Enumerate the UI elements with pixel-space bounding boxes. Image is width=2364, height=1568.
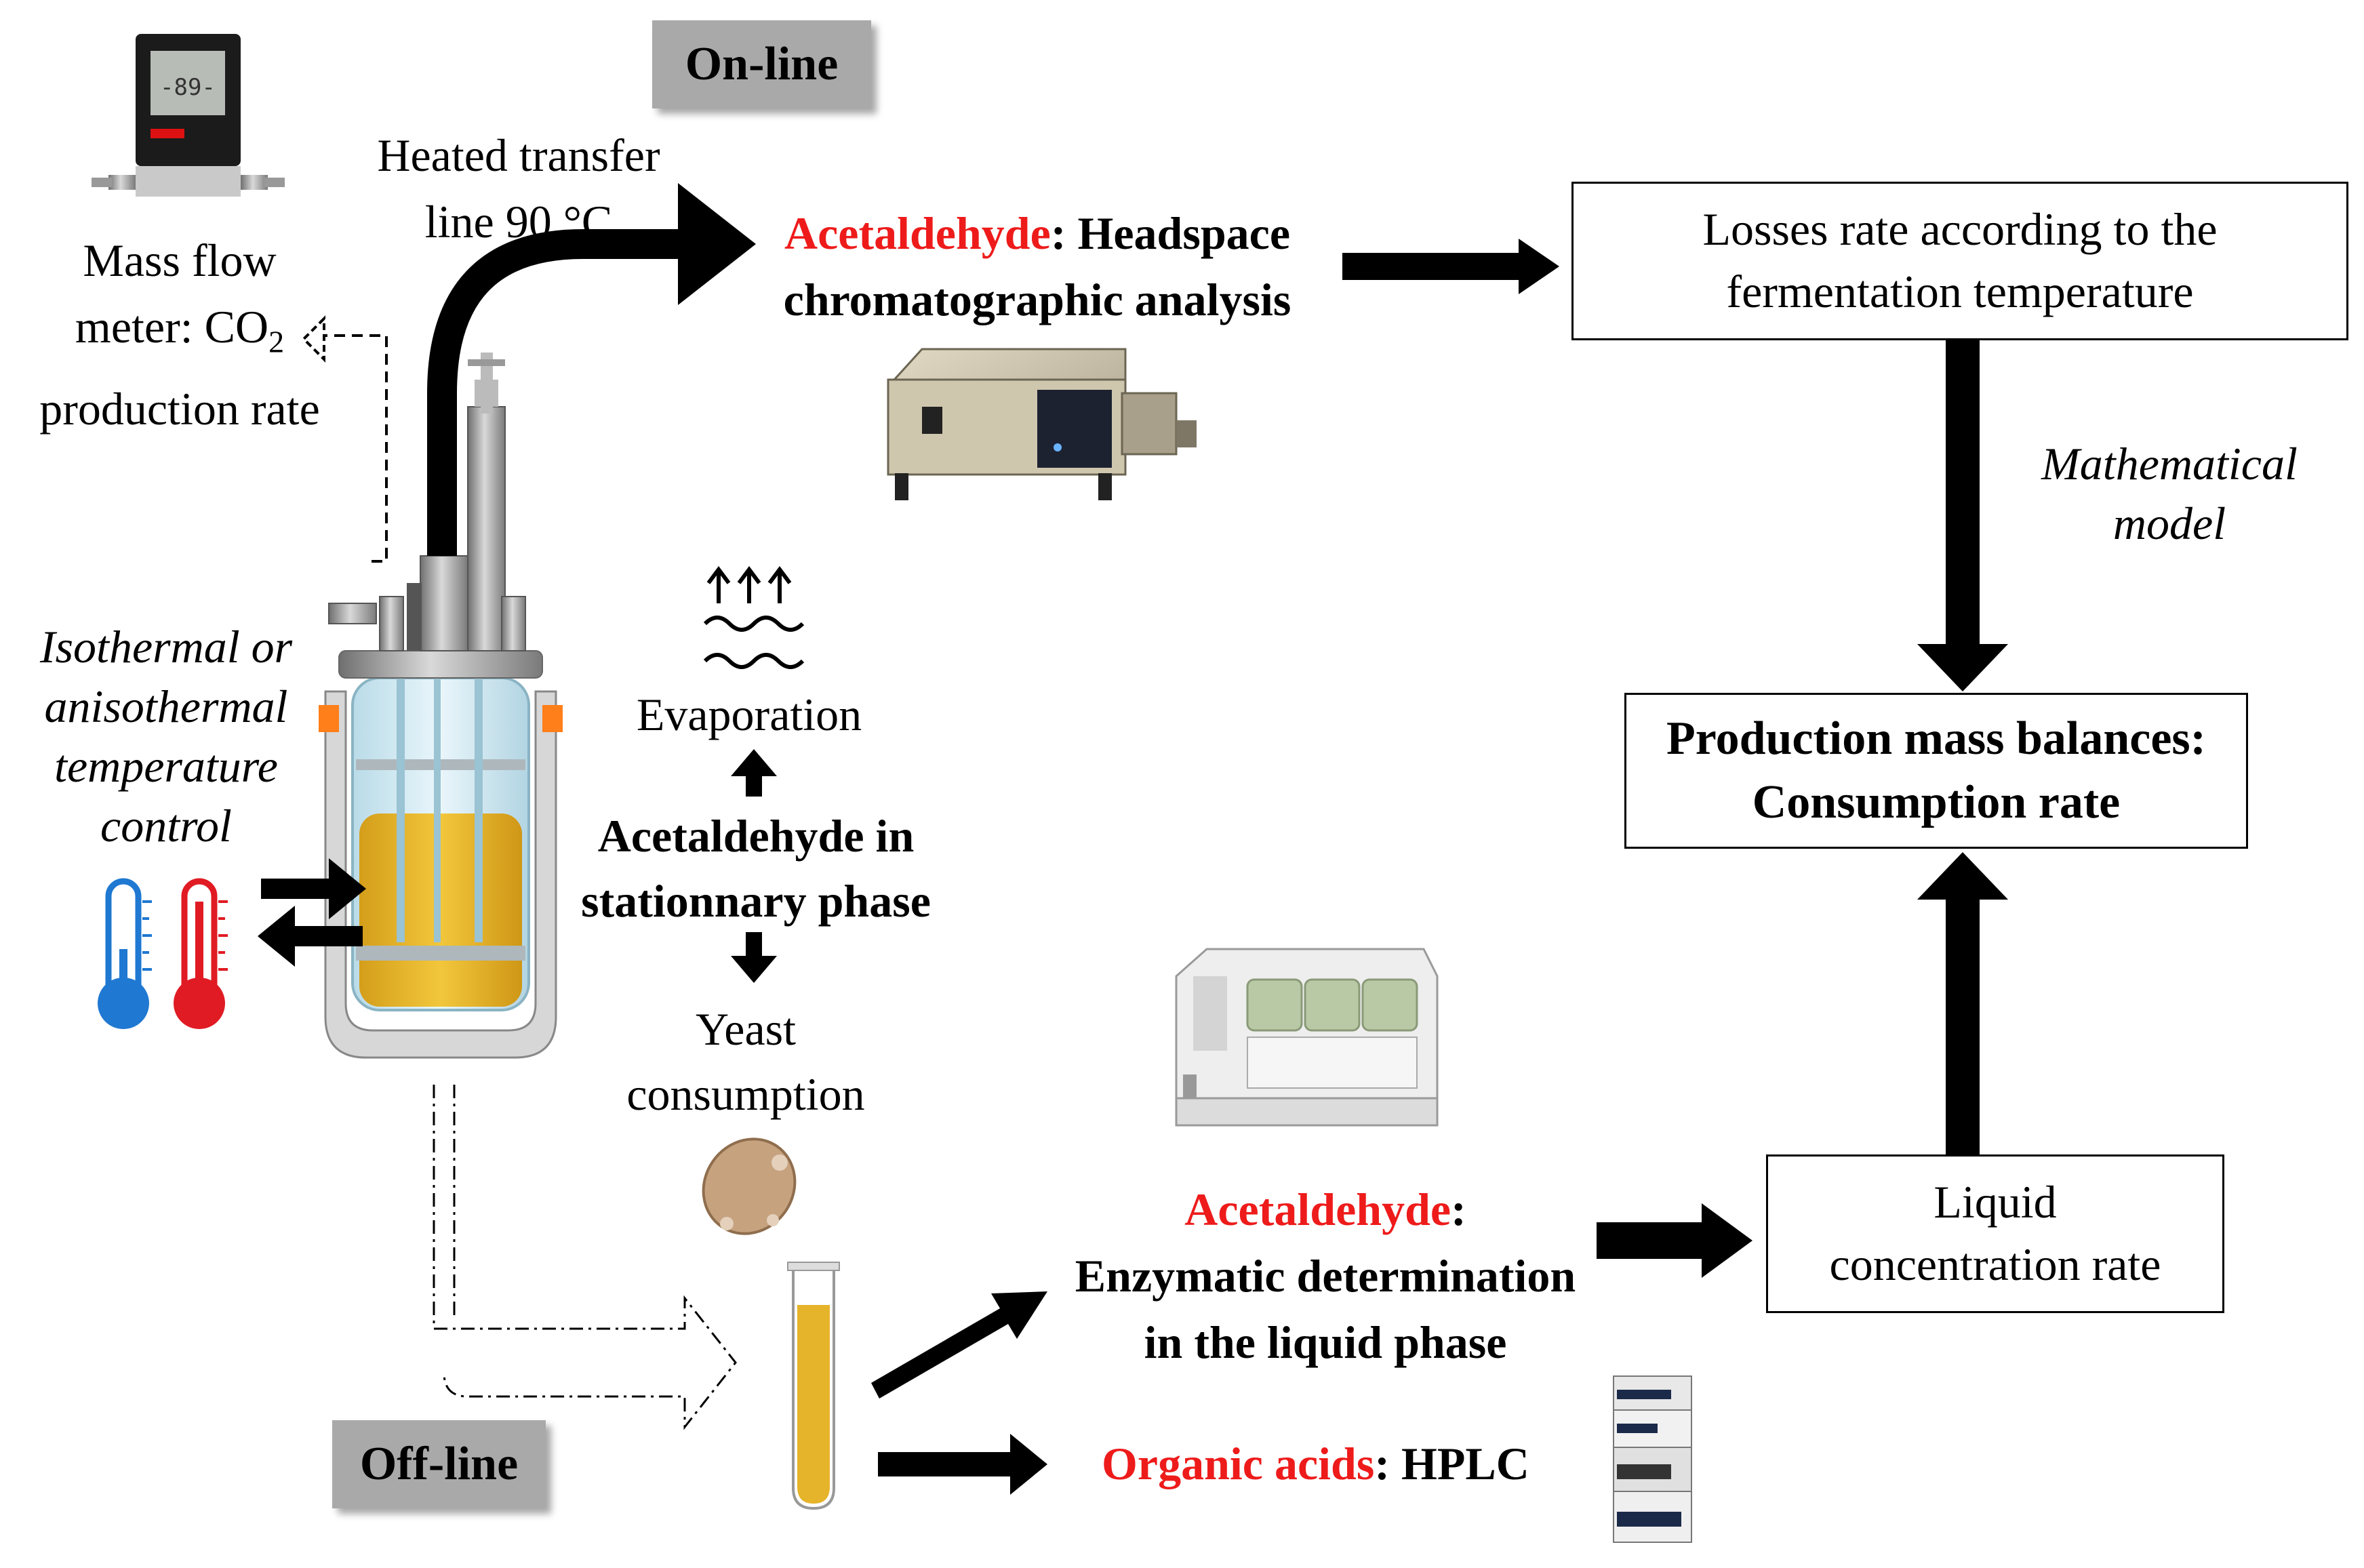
gc-analyzer-icon [887, 348, 1197, 500]
evaporation-label: Evaporation [636, 689, 862, 740]
losses-to-balance-arrow [1917, 340, 2008, 691]
temperature-line1: Isothermal or [39, 621, 293, 672]
math-model-label: Mathematical model [2007, 434, 2332, 553]
to-yeast-arrow [731, 932, 777, 983]
sample-tube-icon [787, 1262, 840, 1510]
to-evaporation-arrow [731, 749, 777, 797]
mass-flow-label: Mass flow meter: CO2 production rate [14, 227, 346, 442]
losses-rate-box: Losses rate according to the fermentatio… [1571, 182, 2348, 340]
hplc-stack-icon [1613, 1375, 1692, 1543]
yeast-consumption-label: Yeast consumption [583, 997, 908, 1127]
flow-meter-device-icon: -89- [92, 34, 285, 197]
thermometer-cold-icon [98, 878, 152, 1029]
co2-dashed-arrowhead [302, 315, 325, 363]
online-tag: On-line [652, 20, 871, 108]
heated-transfer-label: Heated transfer line 90 °C [353, 122, 685, 255]
heated-transfer-line2: line 90 °C [424, 196, 613, 247]
losses-line1: Losses rate according to the [1702, 203, 2218, 256]
enzymatic-compound: Acetaldehyde [1184, 1184, 1451, 1235]
math-model-line1: Mathematical [2041, 438, 2298, 489]
temperature-line3: temperature [54, 740, 278, 792]
headspace-compound: Acetaldehyde [784, 207, 1051, 259]
mass-flow-line3: production rate [39, 382, 320, 435]
temperature-line2: anisothermal [44, 681, 288, 732]
enzymatic-line3: in the liquid phase [1144, 1316, 1507, 1368]
enzymatic-label: Acetaldehyde: Enzymatic determination in… [1030, 1176, 1620, 1375]
heated-transfer-line1: Heated transfer [377, 129, 660, 181]
headspace-to-losses-arrow [1342, 239, 1559, 294]
tube-to-hplc-arrow [878, 1434, 1047, 1495]
temperature-exchange-arrows [258, 858, 366, 967]
liquid-to-balance-arrow [1917, 852, 2008, 1154]
hplc-label: Organic acids: HPLC [1102, 1438, 1529, 1489]
stationary-phase-label: Acetaldehyde in stationnary phase [536, 803, 976, 933]
heated-transfer-arrowhead [678, 183, 756, 305]
hplc-method: HPLC [1401, 1438, 1529, 1489]
headspace-line1: Acetaldehyde: Headspace [784, 207, 1291, 259]
enzymatic-to-liquid-arrow [1597, 1203, 1752, 1278]
co2-dashed-line [325, 334, 388, 563]
stationary-line1: Acetaldehyde in [597, 810, 915, 862]
tube-to-enzymatic-arrow [871, 1291, 1047, 1399]
mass-flow-line2: meter: CO2 [75, 301, 285, 359]
co2-subscript: 2 [268, 324, 285, 359]
temperature-line4: control [100, 800, 232, 851]
evaporation-waves-icon [703, 566, 805, 669]
yeast-line2: consumption [626, 1068, 865, 1120]
mass-balance-box: Production mass balances: Consumption ra… [1624, 693, 2248, 849]
yeast-line1: Yeast [695, 1003, 797, 1055]
offline-tag: Off-line [332, 1420, 546, 1508]
enzymatic-line2: Enzymatic determination [1075, 1250, 1576, 1302]
offline-sampling-path [433, 1085, 737, 1430]
headspace-line2: chromatographic analysis [783, 274, 1291, 325]
headspace-label: Acetaldehyde: Headspace chromatographic … [732, 200, 1342, 333]
heated-transfer-line [427, 229, 685, 556]
liquid-concentration-box: Liquid concentration rate [1766, 1154, 2224, 1313]
thermometer-hot-icon [174, 878, 228, 1029]
enzymatic-line1: Acetaldehyde: [1184, 1184, 1466, 1235]
stationary-line2: stationnary phase [581, 875, 931, 927]
bioreactor-icon [319, 353, 563, 1059]
yeast-cell-icon [702, 1138, 797, 1235]
mass-flow-line1: Mass flow [83, 235, 277, 286]
losses-line2: fermentation temperature [1726, 266, 2194, 317]
temperature-control-label: Isothermal or anisothermal temperature c… [14, 617, 319, 856]
hplc-compound: Organic acids [1102, 1438, 1375, 1489]
svg-text:-89-: -89- [160, 74, 216, 101]
balance-line1: Production mass balances: [1666, 712, 2206, 765]
balance-line2: Consumption rate [1752, 776, 2121, 828]
liquid-line1: Liquid [1934, 1176, 2057, 1228]
liquid-line2: concentration rate [1829, 1239, 2161, 1290]
math-model-line2: model [2112, 498, 2226, 549]
enzymatic-analyzer-icon [1175, 948, 1439, 1127]
